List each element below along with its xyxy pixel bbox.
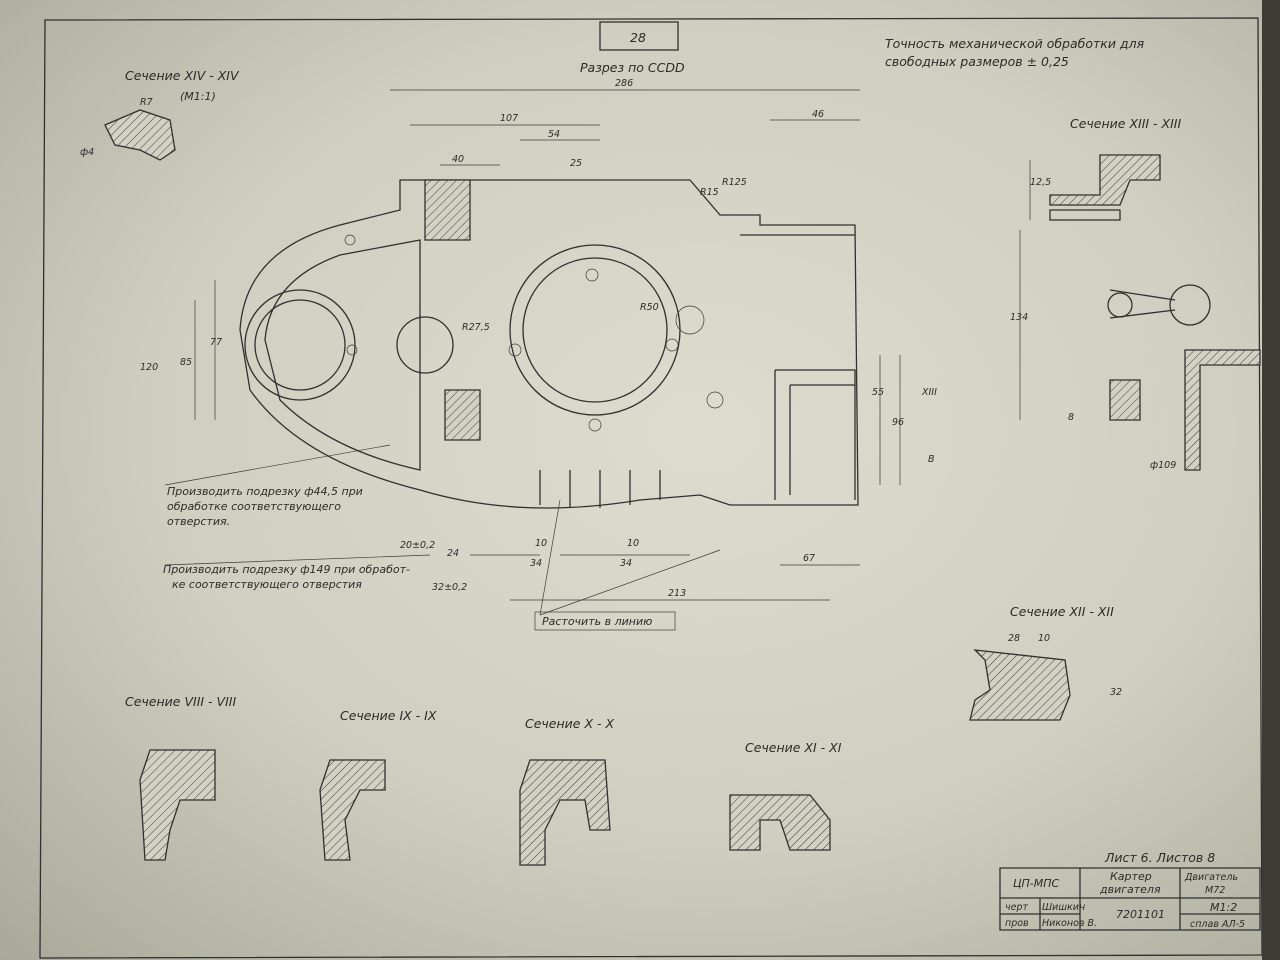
dim-77: 77 xyxy=(210,337,222,348)
section-xiii-label: Сечение XIII - XIII xyxy=(1070,116,1181,131)
part-name-line1: Картер xyxy=(1110,870,1152,883)
dim-96: 96 xyxy=(892,417,904,428)
section-xiii-drawing: 134 12,5 8 ф109 xyxy=(1010,154,1261,471)
checked-label: пров xyxy=(1005,918,1029,929)
scale: М1:2 xyxy=(1210,901,1237,914)
section-xiv-label: Сечение XIV - XIV xyxy=(125,68,240,83)
dim-r7: R7 xyxy=(140,97,153,108)
tolerance-note-line2: свободных размеров ± 0,25 xyxy=(885,54,1069,69)
main-view-title: Разрез по CCDD xyxy=(580,60,685,75)
note-bore-44-5-line2: обработке соответствующего xyxy=(167,500,341,513)
dim-32-tol: 32±0,2 xyxy=(432,582,467,593)
dim-55: 55 xyxy=(872,387,884,398)
section-x-drawing xyxy=(519,759,611,866)
section-x-label: Сечение X - X xyxy=(525,716,614,731)
tolerance-note-line1: Точность механической обработки для xyxy=(885,36,1145,51)
sheet-info: Лист 6. Листов 8 xyxy=(1104,850,1215,865)
drawn-by: Шишкин xyxy=(1042,902,1085,913)
title-block: Лист 6. Листов 8 ЦП-МПС Картер двигателя… xyxy=(999,850,1261,931)
section-xii-drawing xyxy=(969,649,1071,721)
section-xii-label: Сечение XII - XII xyxy=(1010,604,1114,619)
dim-20-tol: 20±0,2 xyxy=(400,540,435,551)
sheet-number: 28 xyxy=(630,30,646,45)
radius-r125: R125 xyxy=(722,177,747,188)
note-bore-44-5-line1: Производить подрезку ф44,5 при xyxy=(167,485,363,498)
dim-40: 40 xyxy=(452,154,464,165)
radius-r275: R27,5 xyxy=(462,322,490,333)
section-ix-drawing xyxy=(319,759,386,861)
section-viii-label: Сечение VIII - VIII xyxy=(125,694,236,709)
org-code: ЦП-МПС xyxy=(1013,877,1060,890)
dim-34a: 34 xyxy=(530,558,542,569)
dim-28: 28 xyxy=(1008,633,1020,644)
dim-10c: 10 xyxy=(1038,633,1050,644)
section-mark-xiii: XIII xyxy=(921,387,937,398)
section-xiv-drawing xyxy=(104,109,176,161)
dim-46: 46 xyxy=(812,109,824,120)
dim-67: 67 xyxy=(803,553,815,564)
note-bore-149-line2: ке соответствующего отверстия xyxy=(172,578,362,591)
photo-edge xyxy=(1262,0,1280,960)
part-name-line2: двигателя xyxy=(1099,883,1161,896)
dim-85: 85 xyxy=(180,357,192,368)
dim-12-5: 12,5 xyxy=(1030,177,1051,188)
product-line2: М72 xyxy=(1205,885,1225,896)
section-xiv-scale: (М1:1) xyxy=(180,90,216,103)
note-line-bore: Расточить в линию xyxy=(542,615,652,628)
drawn-label: черт xyxy=(1005,902,1028,913)
dim-107: 107 xyxy=(500,113,518,124)
dim-d4: ф4 xyxy=(80,147,94,158)
drawing-number: 7201101 xyxy=(1116,908,1165,921)
dim-213: 213 xyxy=(668,588,686,599)
dim-10b: 10 xyxy=(627,538,639,549)
radius-r50: R50 xyxy=(640,302,659,313)
section-xi-drawing xyxy=(729,794,831,851)
dim-10a: 10 xyxy=(535,538,547,549)
dim-54: 54 xyxy=(548,129,560,140)
dim-286: 286 xyxy=(615,78,633,89)
dim-32: 32 xyxy=(1110,687,1122,698)
section-xi-label: Сечение XI - XI xyxy=(745,740,842,755)
dim-8: 8 xyxy=(1068,412,1074,423)
section-ix-label: Сечение IX - IX xyxy=(340,708,437,723)
material: сплав АЛ-5 xyxy=(1190,919,1245,930)
note-bore-44-5-line3: отверстия. xyxy=(167,515,230,528)
dim-120: 120 xyxy=(140,362,158,373)
note-bore-149-line1: Производить подрезку ф149 при обработ- xyxy=(163,563,410,576)
product-line1: Двигатель xyxy=(1184,872,1238,883)
sheet-number-box xyxy=(599,21,679,51)
crankcase-main-view: 286 107 54 46 40 25 213 67 34 34 10 10 2… xyxy=(140,78,1031,616)
radius-r15: R15 xyxy=(700,187,719,198)
section-viii-drawing xyxy=(139,749,216,861)
dim-d109: ф109 xyxy=(1150,460,1176,471)
checked-by: Никонов В. xyxy=(1042,918,1097,929)
dim-134: 134 xyxy=(1010,312,1028,323)
view-mark-b: B xyxy=(928,454,935,465)
dim-25: 25 xyxy=(570,158,582,169)
dim-34b: 34 xyxy=(620,558,632,569)
dim-24: 24 xyxy=(447,548,459,559)
